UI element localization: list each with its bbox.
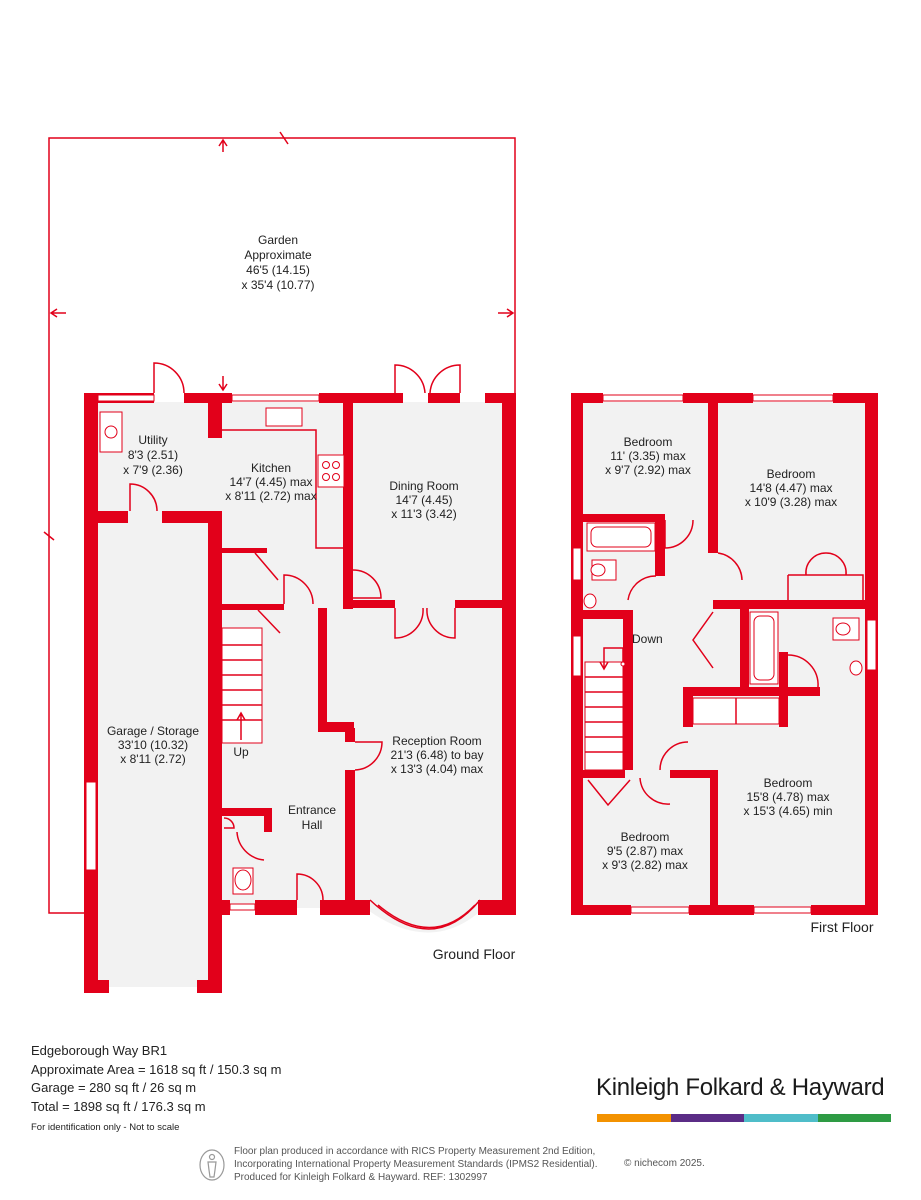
agent-brand-bar — [597, 1114, 891, 1122]
footer-notes: Floor plan produced in accordance with R… — [234, 1145, 598, 1184]
garage-label-line: x 8'11 (2.72) — [120, 752, 185, 766]
kitchen-label-line: Kitchen — [251, 461, 291, 475]
first-floor-walls — [571, 393, 878, 915]
stairs-up-label: Up — [233, 745, 249, 759]
first-floor-label: First Floor — [811, 919, 874, 935]
dining-room-label-line: Dining Room — [389, 479, 458, 493]
bedroom-label-line: Bedroom — [764, 776, 813, 790]
garden-area — [43, 131, 516, 914]
reception-room-label-line: x 13'3 (4.04) max — [391, 762, 483, 776]
garage-label-line: Garage / Storage — [107, 724, 199, 738]
garden-label-line: Approximate — [244, 248, 312, 262]
utility-label-line: x 7'9 (2.36) — [123, 463, 183, 477]
bedroom-3-label: Bedroom 15'8 (4.78) max x 15'3 (4.65) mi… — [744, 776, 833, 818]
bedroom-label-line: x 9'7 (2.92) max — [605, 463, 691, 477]
footer-line-2: Incorporating International Property Mea… — [234, 1159, 598, 1170]
bedroom-label-line: 9'5 (2.87) max — [607, 844, 683, 858]
property-info: Edgeborough Way BR1 Approximate Area = 1… — [31, 1042, 281, 1138]
bedroom-label-line: Bedroom — [621, 830, 670, 844]
garage-area: Garage = 280 sq ft / 26 sq m — [31, 1080, 197, 1095]
brand-bar-orange — [597, 1114, 671, 1122]
utility-label-line: Utility — [138, 433, 167, 447]
bedroom-label-line: 14'8 (4.47) max — [750, 481, 833, 495]
kitchen-label: Kitchen 14'7 (4.45) max x 8'11 (2.72) ma… — [225, 461, 316, 503]
staircase-ground — [221, 627, 263, 744]
dining-room-label: Dining Room 14'7 (4.45) x 11'3 (3.42) — [389, 479, 458, 521]
utility-label: Utility 8'3 (2.51) x 7'9 (2.36) — [123, 433, 183, 477]
footer-line-1: Floor plan produced in accordance with R… — [234, 1146, 596, 1157]
garden-label-line: Garden — [258, 233, 298, 247]
bedroom-label-line: 15'8 (4.78) max — [747, 790, 830, 804]
bedroom-label-line: 11' (3.35) max — [610, 449, 685, 463]
reception-room-label-line: 21'3 (6.48) to bay — [390, 748, 483, 762]
utility-label-line: 8'3 (2.51) — [128, 448, 178, 462]
entrance-hall-label-line: Hall — [302, 818, 323, 832]
floor-plan: Garden Approximate 46'5 (14.15) x 35'4 (… — [43, 131, 878, 993]
approximate-area: Approximate Area = 1618 sq ft / 150.3 sq… — [31, 1061, 282, 1077]
garden-label-line: x 35'4 (10.77) — [241, 278, 314, 292]
bedroom-1-label: Bedroom 11' (3.35) max x 9'7 (2.92) max — [605, 435, 691, 477]
bedroom-label-line: Bedroom — [624, 435, 673, 449]
staircase-first — [584, 637, 633, 771]
footer-line-3: Produced for Kinleigh Folkard & Hayward.… — [234, 1172, 488, 1183]
entrance-hall-label: Entrance Hall — [288, 803, 336, 832]
ground-floor-fills — [92, 402, 502, 987]
bedroom-label-line: x 15'3 (4.65) min — [744, 804, 833, 818]
copyright: © nichecom 2025. — [624, 1158, 705, 1169]
brand-bar-teal — [744, 1114, 818, 1122]
ground-floor-label: Ground Floor — [433, 946, 516, 962]
kitchen-label-line: 14'7 (4.45) max — [230, 475, 313, 489]
garage-label: Garage / Storage 33'10 (10.32) x 8'11 (2… — [107, 724, 199, 766]
ground-floor-details — [85, 362, 481, 930]
garden-label-line: 46'5 (14.15) — [246, 263, 310, 277]
entrance-hall-label-line: Entrance — [288, 803, 336, 817]
brand-bar-purple — [670, 1114, 744, 1122]
kitchen-label-line: x 8'11 (2.72) max — [225, 489, 316, 503]
dining-room-label-line: x 11'3 (3.42) — [391, 507, 456, 521]
bedroom-2-label: Bedroom 14'8 (4.47) max x 10'9 (3.28) ma… — [745, 467, 837, 509]
garden-label: Garden Approximate 46'5 (14.15) x 35'4 (… — [241, 233, 314, 292]
brand-bar-green — [817, 1114, 891, 1122]
reception-room-label: Reception Room 21'3 (6.48) to bay x 13'3… — [390, 734, 483, 776]
bedroom-4-label: Bedroom 9'5 (2.87) max x 9'3 (2.82) max — [602, 830, 688, 872]
garage-label-line: 33'10 (10.32) — [118, 738, 188, 752]
stairs-down-label: Down — [632, 632, 663, 646]
bedroom-label-line: x 9'3 (2.82) max — [602, 858, 688, 872]
disclaimer: For identification only - Not to scale — [31, 1122, 180, 1133]
reception-room-label-line: Reception Room — [392, 734, 481, 748]
bedroom-label-line: Bedroom — [767, 467, 816, 481]
agent-logo-text: Kinleigh Folkard & Hayward — [596, 1074, 885, 1101]
dining-room-label-line: 14'7 (4.45) — [396, 493, 453, 507]
total-area: Total = 1898 sq ft / 176.3 sq m — [31, 1098, 206, 1114]
bedroom-label-line: x 10'9 (3.28) max — [745, 495, 837, 509]
first-floor-details — [572, 394, 877, 914]
rics-person-icon — [199, 1149, 225, 1181]
address: Edgeborough Way BR1 — [31, 1043, 168, 1058]
